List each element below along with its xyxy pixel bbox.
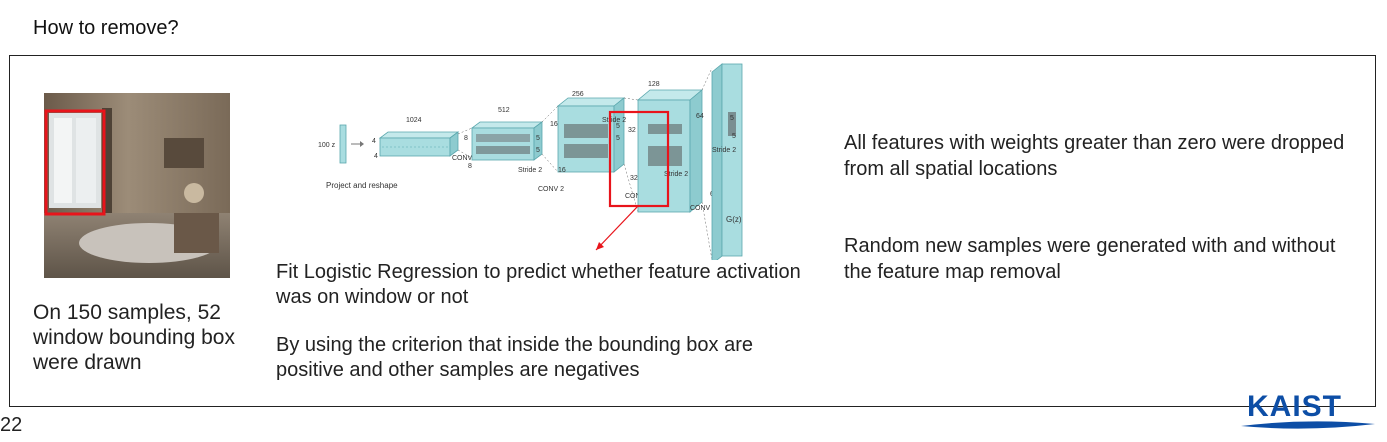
kaist-logo: KAIST — [1241, 390, 1375, 429]
z-input-block — [339, 124, 347, 164]
conv2-block — [470, 121, 544, 161]
label-5f: 5 — [732, 133, 736, 140]
slide-heading: How to remove? — [33, 17, 179, 39]
label-16b: 16 — [558, 167, 566, 174]
label-3: 3 — [708, 60, 712, 62]
conv4-block — [636, 89, 704, 213]
label-512: 512 — [498, 107, 510, 114]
label-5c: 5 — [616, 123, 620, 130]
label-16a: 16 — [550, 121, 558, 128]
label-5e: 5 — [730, 115, 734, 122]
label-32b: 32 — [630, 175, 638, 182]
conv3-highlight-box — [608, 110, 670, 208]
label-4b: 4 — [374, 153, 378, 160]
label-5a: 5 — [536, 135, 540, 142]
label-4a: 4 — [372, 138, 376, 145]
feature-drop-note: All features with weights greater than z… — [844, 132, 1345, 180]
page-number: 22 — [0, 414, 23, 436]
kaist-logo-text: KAIST — [1247, 390, 1342, 423]
label-1024: 1024 — [406, 117, 422, 124]
logistic-regression-note: Fit Logistic Regression to predict wheth… — [276, 261, 801, 308]
window-bounding-box — [44, 109, 106, 216]
label-project: Project and reshape — [326, 181, 398, 190]
label-output: G(z) — [726, 215, 742, 224]
label-input: 100 z — [318, 142, 336, 149]
label-128: 128 — [648, 81, 660, 88]
sample-generation-note: Random new samples were generated with a… — [844, 235, 1336, 283]
output-block — [711, 63, 743, 260]
label-stride4: Stride 2 — [712, 147, 736, 154]
label-5b: 5 — [536, 147, 540, 154]
label-8b: 8 — [468, 163, 472, 170]
highlight-arrow — [595, 205, 639, 251]
label-5d: 5 — [616, 135, 620, 142]
samples-description: On 150 samples, 52 window bounding box w… — [33, 301, 235, 375]
label-stride3: Stride 2 — [664, 171, 688, 178]
conv1-block — [378, 131, 460, 157]
label-stride1: Stride 2 — [518, 167, 542, 174]
generator-architecture-diagram: 100 z Project and reshape 1024 4 4 CONV … — [318, 60, 743, 260]
label-256: 256 — [572, 91, 584, 98]
room-photo — [44, 93, 230, 278]
label-conv1: CONV 1 — [452, 155, 478, 162]
label-conv2: CONV 2 — [538, 186, 564, 193]
criterion-note: By using the criterion that inside the b… — [276, 334, 753, 381]
label-32a: 32 — [628, 127, 636, 134]
label-stride2: Stride 2 — [602, 117, 626, 124]
content-frame — [9, 55, 1376, 407]
label-64a: 64 — [696, 113, 704, 120]
label-conv4: CONV 4 — [690, 205, 716, 212]
label-8a: 8 — [464, 135, 468, 142]
conv3-block — [556, 97, 626, 173]
